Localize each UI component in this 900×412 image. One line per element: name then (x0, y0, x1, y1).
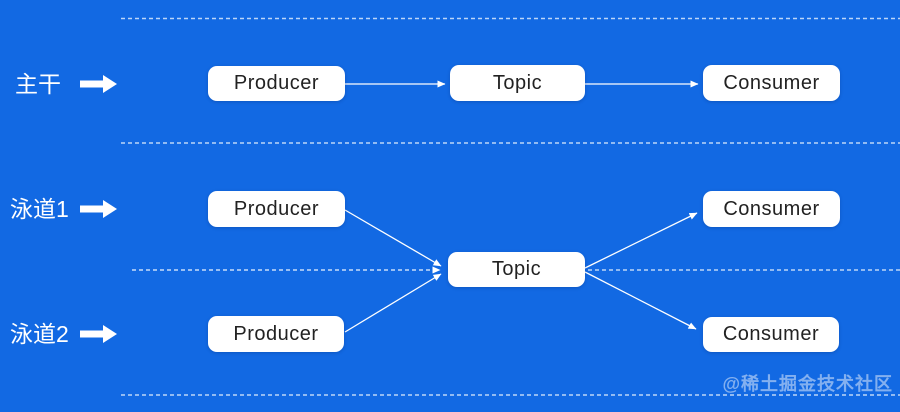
arrow-producer-lane2-to-topic (344, 273, 442, 333)
consumer-node-main: Consumer (703, 65, 840, 101)
arrow-producer-lane1-to-topic (344, 209, 442, 267)
producer-node-lane1: Producer (208, 191, 345, 227)
producer-node-lane2: Producer (208, 316, 344, 352)
lane1-arrow-icon (80, 200, 117, 218)
lane-label-swimlane1: 泳道1 (10, 196, 69, 222)
lane-label-swimlane2: 泳道2 (10, 321, 69, 347)
lane-label-main: 主干 (15, 71, 61, 97)
consumer-node-lane2: Consumer (703, 317, 839, 352)
producer-node-main: Producer (208, 66, 345, 101)
lane2-arrow-icon (80, 325, 117, 343)
topic-node-shared: Topic (448, 252, 585, 287)
arrow-topic-to-consumer-lane2 (584, 271, 697, 330)
juejin-watermark: @稀土掘金技术社区 (722, 374, 893, 394)
lane-main-arrow-icon (80, 75, 117, 93)
topic-node-main: Topic (450, 65, 585, 101)
arrow-topic-to-consumer-lane1 (584, 212, 698, 269)
consumer-node-lane1: Consumer (703, 191, 840, 227)
